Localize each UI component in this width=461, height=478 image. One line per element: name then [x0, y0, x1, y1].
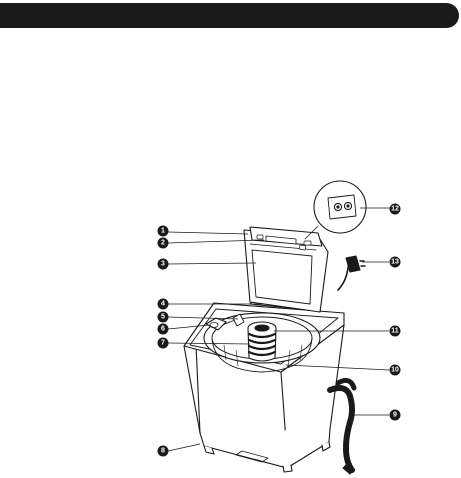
base-plinth	[200, 429, 330, 468]
callout-12: 12	[390, 204, 401, 215]
callout-4: 4	[158, 299, 169, 310]
callout-5: 5	[158, 312, 169, 323]
control-knob	[299, 245, 306, 250]
callout-6-label: 6	[161, 326, 165, 333]
callout-1: 1	[158, 226, 169, 237]
callout-7: 7	[158, 338, 169, 349]
control-button-right	[304, 241, 311, 245]
pulsator	[248, 322, 276, 361]
callout-9: 9	[390, 410, 401, 421]
callout-11: 11	[390, 326, 401, 337]
callout-9-label: 9	[393, 412, 397, 419]
callout-8: 8	[158, 446, 169, 457]
callout-2: 2	[158, 238, 169, 249]
callout-3: 3	[158, 259, 169, 270]
callout-11-label: 11	[391, 328, 399, 335]
control-button-left	[257, 235, 263, 239]
callout-8-label: 8	[161, 448, 165, 455]
callout-3-label: 3	[161, 261, 165, 268]
callout-10-label: 10	[391, 367, 399, 374]
callout-7-label: 7	[161, 340, 165, 347]
callout-6: 6	[158, 324, 169, 335]
callout-5-label: 5	[161, 314, 165, 321]
callout-4-label: 4	[161, 301, 165, 308]
callout-2-label: 2	[161, 240, 165, 247]
callout-1-label: 1	[161, 228, 165, 235]
callout-13: 13	[390, 257, 401, 268]
callout-12-label: 12	[391, 206, 399, 213]
base-foot-right	[283, 465, 292, 472]
callout-10: 10	[390, 365, 401, 376]
callout-13-label: 13	[391, 259, 399, 266]
washing-machine-illustration	[184, 181, 366, 474]
